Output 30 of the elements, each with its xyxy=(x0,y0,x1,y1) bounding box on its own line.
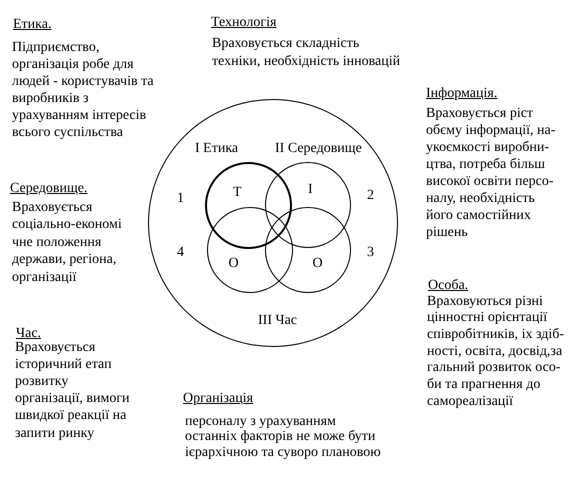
section-heading: Організація xyxy=(183,390,254,406)
section-heading: Середовище. xyxy=(10,180,88,196)
section-heading: Етика. xyxy=(13,16,52,33)
sector-number: 4 xyxy=(177,244,184,260)
outer-circle xyxy=(148,99,398,347)
sector-number: 2 xyxy=(367,186,374,204)
sector-number: 1 xyxy=(177,190,184,206)
circle-label: I Етика xyxy=(195,140,238,156)
description-text: Враховується складність техніки, необхідність інновацій xyxy=(212,34,400,70)
description-text: Враховуються різні цінностні орієнтації співробітників, іх здіб- ності, освіта, досвід,за гальний розвиток осо- би та прагнення до самореалізації xyxy=(427,294,564,410)
circle-letter: І xyxy=(308,180,313,198)
description-text: Враховується ріст обєму інформації, на- укоємкості виробни- цтва, потреба більш високої освіти персо- налу, необхідність його самостійних рішень xyxy=(426,104,556,242)
circle-letter: Т xyxy=(233,184,242,200)
venn-circle xyxy=(265,207,351,293)
circle-letter: О xyxy=(228,254,239,272)
circle-letter: О xyxy=(312,254,323,272)
venn-circle xyxy=(265,162,351,248)
circle-label: III Час xyxy=(258,312,298,328)
description-text: Враховується історичний етап розвитку організації, вимоги швидкої реакції на запити ринку xyxy=(15,338,130,442)
description-text: персоналу з урахуванням останніх факторів не може бути ієрархічною та суворо плановою xyxy=(185,414,381,460)
circle-label: II Середовище xyxy=(275,140,362,156)
section-heading: Інформація. xyxy=(426,84,498,102)
venn-circle xyxy=(205,162,292,249)
sector-number: 3 xyxy=(367,244,374,260)
description-text: Підприємство, організація робе для людей - користувачів та виробників з урахуванням інтересів всього суспільства xyxy=(12,38,154,140)
description-text: Враховується соціально-економі чне положення держави, регіона, організації xyxy=(12,198,122,286)
venn-circle xyxy=(207,207,293,293)
section-heading: Час. xyxy=(16,324,42,342)
section-heading: Технологія xyxy=(211,14,276,30)
section-heading: Особа. xyxy=(428,276,468,294)
